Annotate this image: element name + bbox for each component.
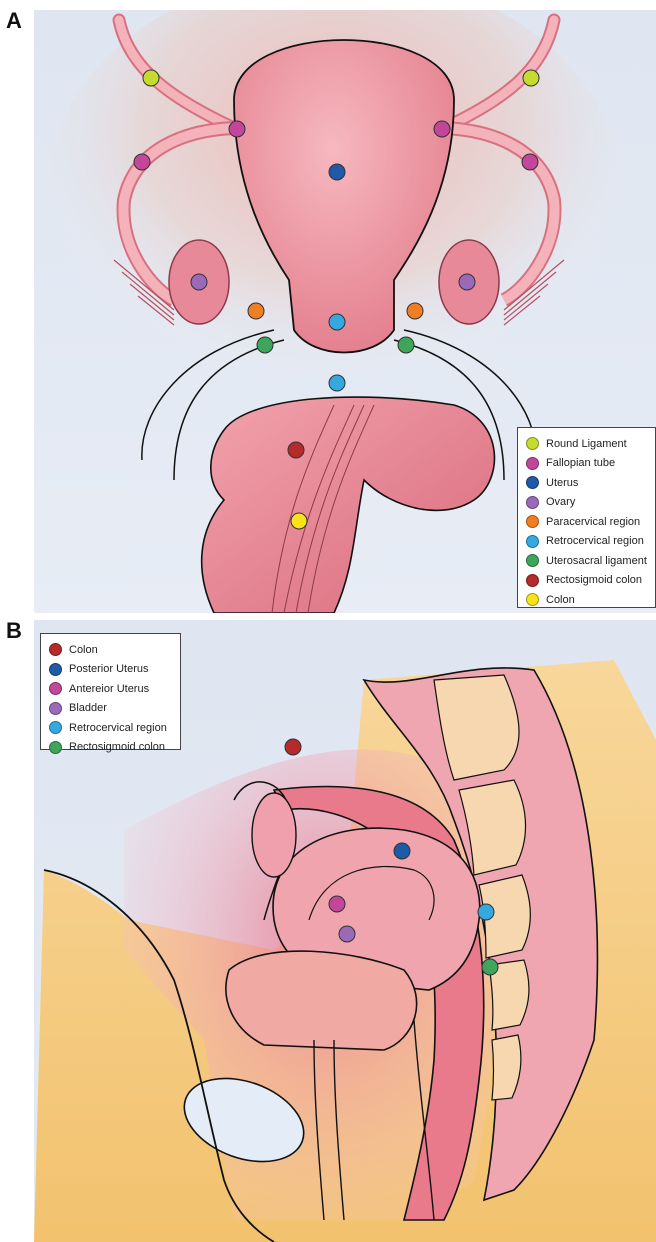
- legend-a-label: Colon: [546, 594, 575, 606]
- legend-a-label: Uterus: [546, 477, 578, 489]
- legend-a-label: Uterosacral ligament: [546, 555, 647, 567]
- legend-a-label: Round Ligament: [546, 438, 627, 450]
- legend-a-label: Retrocervical region: [546, 535, 644, 547]
- legend-b-label: Antereior Uterus: [69, 683, 149, 695]
- legend-b-label: Colon: [69, 644, 98, 656]
- legend-a: Round Ligament Fallopian tube Uterus Ova…: [517, 427, 656, 608]
- legend-b-item: Posterior Uterus: [49, 660, 170, 680]
- legend-b-label: Retrocervical region: [69, 722, 167, 734]
- legend-a-item: Uterosacral ligament: [526, 551, 645, 571]
- legend-b-item: Retrocervical region: [49, 718, 170, 738]
- panel-a-letter: A: [6, 8, 22, 34]
- legend-b-label: Rectosigmoid colon: [69, 741, 165, 753]
- legend-a-item: Retrocervical region: [526, 532, 645, 552]
- legend-b-item: Rectosigmoid colon: [49, 738, 170, 758]
- legend-a-label: Paracervical region: [546, 516, 640, 528]
- legend-a-item: Uterus: [526, 473, 645, 493]
- legend-a-label: Ovary: [546, 496, 575, 508]
- panel-b-letter: B: [6, 618, 22, 644]
- legend-a-item: Round Ligament: [526, 434, 645, 454]
- legend-b-label: Bladder: [69, 702, 107, 714]
- legend-a-item: Rectosigmoid colon: [526, 571, 645, 591]
- legend-b-item: Antereior Uterus: [49, 679, 170, 699]
- legend-a-item: Fallopian tube: [526, 454, 645, 474]
- legend-b-item: Colon: [49, 640, 170, 660]
- legend-b-label: Posterior Uterus: [69, 663, 148, 675]
- legend-a-item: Colon: [526, 590, 645, 610]
- legend-a-item: Ovary: [526, 493, 645, 513]
- legend-a-item: Paracervical region: [526, 512, 645, 532]
- legend-a-label: Rectosigmoid colon: [546, 574, 642, 586]
- legend-b-item: Bladder: [49, 699, 170, 719]
- legend-b: Colon Posterior Uterus Antereior Uterus …: [40, 633, 181, 750]
- legend-a-label: Fallopian tube: [546, 457, 615, 469]
